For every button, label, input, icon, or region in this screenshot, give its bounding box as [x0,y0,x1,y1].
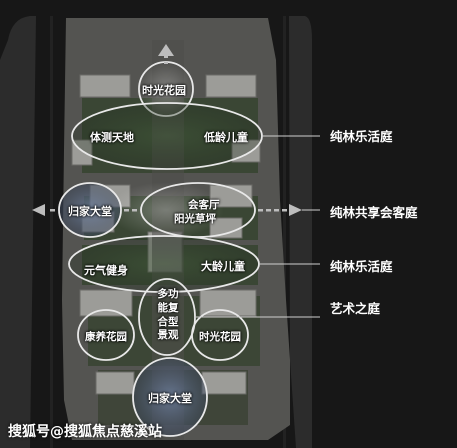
legend-pure-forest-courtyard-1: 纯林乐活庭 [330,129,393,144]
zone-yuanqi-fitness: 元气健身 [84,264,128,277]
zone-home-hall-left: 归家大堂 [68,205,112,218]
zone-living-room-line1: 会客厅 [188,199,220,211]
zone-living-room-line2: 阳光草坪 [174,213,216,225]
zone-young-children: 低龄儿童 [204,131,248,144]
zone-measure-world: 体测天地 [90,131,134,144]
arrow-left-icon [32,204,45,216]
left-road [0,16,36,448]
zone-multi-function: 多功能复合型景观 [157,288,179,342]
watermark: 搜狐号@搜狐焦点慈溪站 [8,424,162,440]
zone-older-children: 大龄儿童 [201,260,245,273]
oval-home-hall-left [58,182,122,238]
zone-time-garden-bottom: 时光花园 [199,331,241,343]
horizontal-dash-axis [50,209,287,212]
road-divider-right [283,16,286,448]
legend-shared-courtyard: 纯林共享会客庭 [330,205,418,220]
oval-time-garden-bottom [191,309,249,361]
oval-home-hall-bottom [132,357,208,437]
legend-art-courtyard: 艺术之庭 [330,301,381,316]
zone-wellness-garden: 康养花园 [85,331,127,343]
legend-pure-forest-courtyard-2: 纯林乐活庭 [330,259,393,274]
zone-time-garden-top: 时光花园 [142,84,186,97]
right-road [289,16,312,448]
zone-home-hall-bottom: 归家大堂 [148,392,192,405]
arrow-right-icon [289,204,302,216]
oval-wellness-garden [77,309,135,361]
road-divider-left [50,16,53,448]
arrow-up-icon [158,44,174,56]
